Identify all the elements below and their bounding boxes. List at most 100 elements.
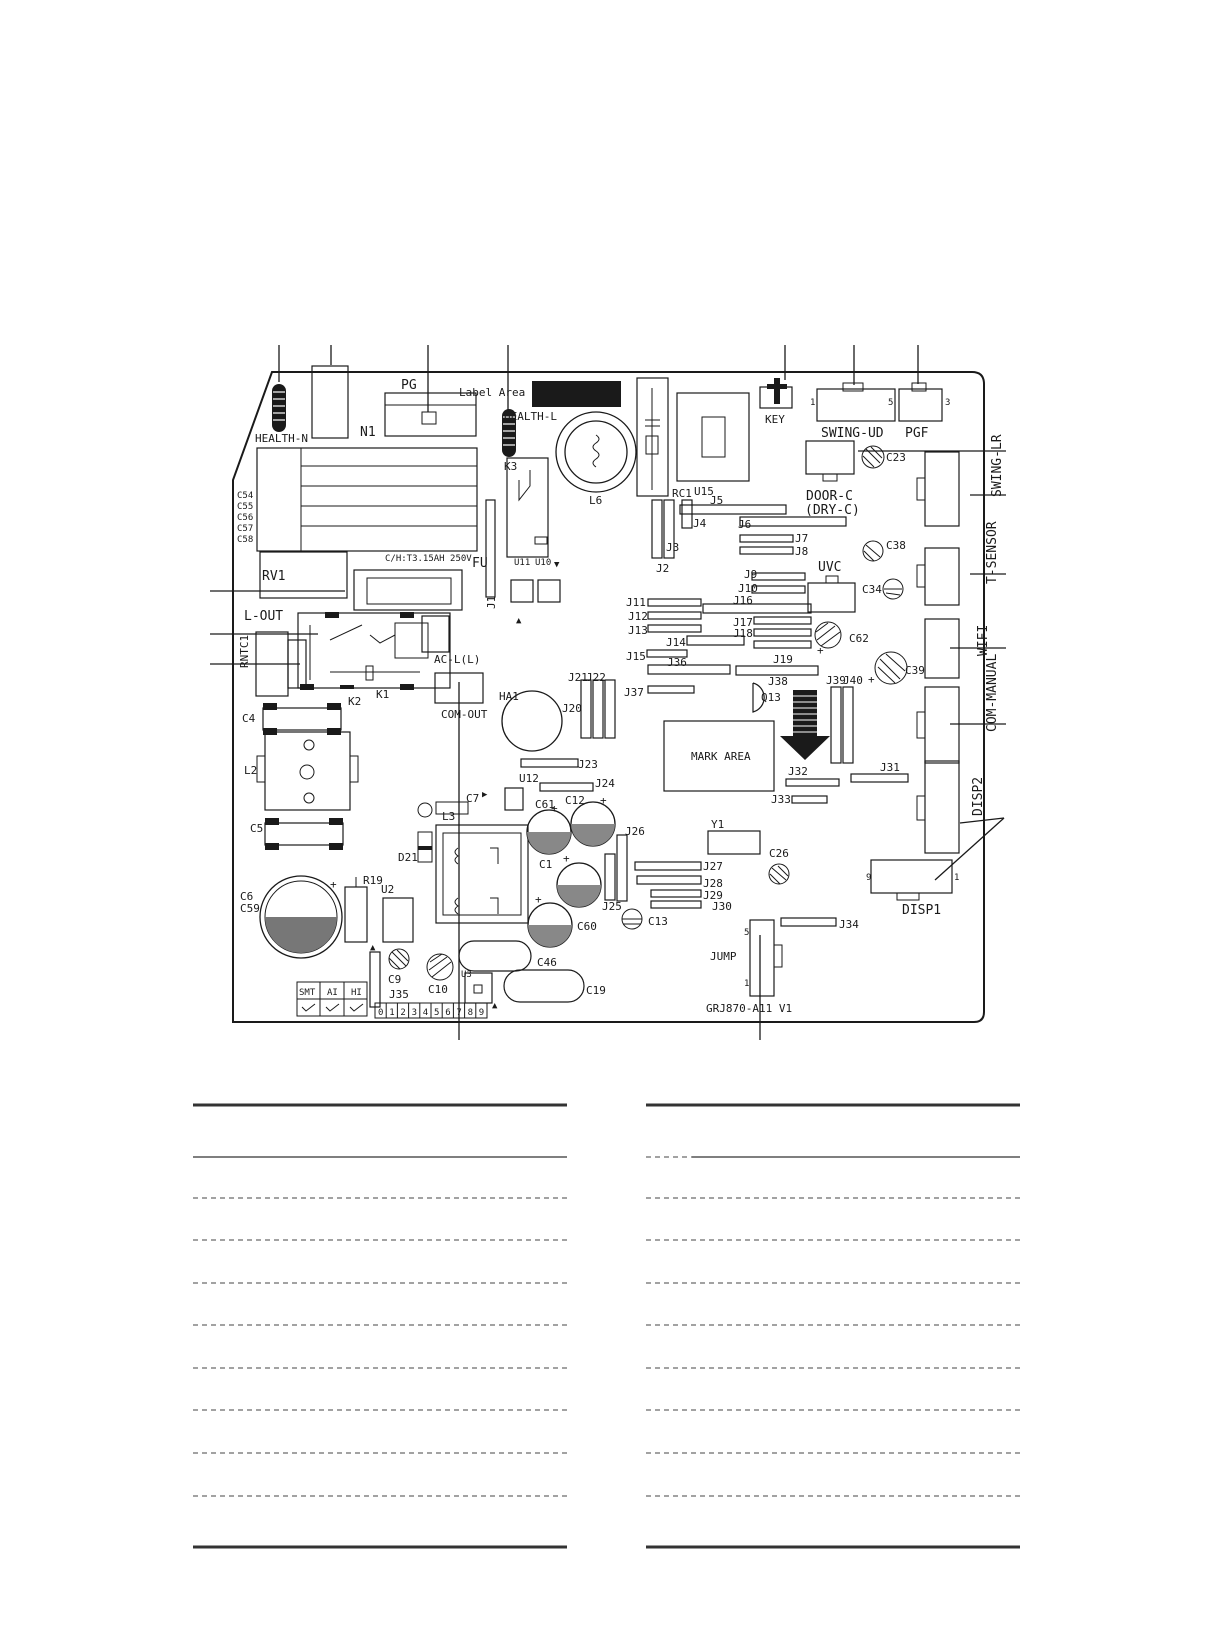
y1-label: Y1 — [711, 818, 724, 831]
k1-label: K1 — [376, 688, 389, 701]
j22-label: J22 — [586, 671, 606, 684]
rntc1-label: RNTC1 — [238, 635, 251, 668]
y1-crystal: Y1 — [707, 818, 761, 855]
c4-label: C4 — [242, 712, 256, 725]
j8-label: J8 — [795, 545, 808, 558]
n1-label: N1 — [360, 425, 376, 440]
health-n-label: HEALTH-N — [255, 432, 308, 445]
c39-label: C39 — [905, 664, 925, 677]
disp2-label: DISP2 — [971, 777, 986, 816]
digit-cell: 0 — [378, 1008, 383, 1018]
svg-text:5: 5 — [888, 398, 893, 408]
l2-inductor: L2 — [244, 731, 359, 811]
j21-label: J21 — [568, 671, 588, 684]
svg-text:+: + — [817, 644, 824, 657]
com-out-label: COM-OUT — [441, 708, 488, 721]
digit-cell: 1 — [389, 1008, 394, 1018]
svg-text:▶: ▶ — [482, 790, 488, 800]
t-sensor-label: T-SENSOR — [985, 521, 1000, 584]
c62-capacitor: + C62 — [814, 621, 869, 657]
c19-label: C19 — [586, 984, 606, 997]
pg-label: PG — [401, 378, 417, 393]
j33-label: J33 — [771, 793, 791, 806]
svg-text:+: + — [535, 893, 542, 906]
connector-bank-middle — [646, 572, 819, 694]
direction-arrow-icon — [780, 690, 830, 760]
l3-transformer: L3 — [435, 810, 529, 924]
health-l-connector: HEALTH-L K3 — [502, 409, 557, 473]
c54-label: C54 — [237, 491, 253, 501]
com-manual-connector: COM-MANUAL — [916, 654, 1000, 764]
svg-text:1: 1 — [810, 398, 815, 408]
fuse-holder — [353, 569, 463, 611]
c46-capacitor: C46 — [458, 940, 557, 972]
digit-cell: 3 — [412, 1008, 417, 1018]
j24-label: J24 — [595, 777, 615, 790]
j38-label: J38 — [768, 675, 788, 688]
c57-label: C57 — [237, 524, 253, 534]
c60-capacitor: + C60 — [527, 893, 597, 948]
c56-label: C56 — [237, 513, 253, 523]
pgf-connector: 3 PGF — [898, 382, 950, 441]
svg-text:▲: ▲ — [492, 1001, 498, 1011]
mark-area-label: MARK AREA — [691, 750, 751, 763]
j13-label: J13 — [628, 624, 648, 637]
t-sensor-connector: T-SENSOR — [916, 521, 1000, 606]
l6-inductor: L6 — [555, 411, 637, 507]
c12-label: C12 — [565, 794, 585, 807]
c23-label: C23 — [886, 451, 906, 464]
key-connector: KEY — [759, 378, 793, 426]
dry-c-label: (DRY-C) — [805, 503, 860, 518]
label-area-text: Label Area — [459, 386, 525, 399]
u11-pad — [510, 579, 534, 603]
j37-label: J37 — [624, 686, 644, 699]
j39-j40-connectors — [830, 686, 854, 764]
j11-label: J11 — [626, 596, 646, 609]
svg-text:5: 5 — [744, 928, 749, 938]
c10-label: C10 — [428, 983, 448, 996]
j2-label: J2 — [656, 562, 669, 575]
j34-connector — [780, 917, 837, 927]
u15-label: U15 — [694, 485, 714, 498]
c39-capacitor: + C39 — [868, 651, 925, 686]
j32-label: J32 — [788, 765, 808, 778]
j31-connector — [850, 773, 909, 783]
rv1-label: RV1 — [262, 569, 285, 584]
d21-label: D21 — [398, 851, 418, 864]
com-manual-label: COM-MANUAL — [985, 654, 1000, 732]
j31-label: J31 — [880, 761, 900, 774]
digit-cell: 8 — [468, 1008, 473, 1018]
svg-text:+: + — [330, 878, 337, 891]
ai-label: AI — [327, 988, 338, 998]
c55-label: C55 — [237, 502, 253, 512]
j4-label: J4 — [693, 517, 707, 530]
c62-label: C62 — [849, 632, 869, 645]
j27-label: J27 — [703, 860, 723, 873]
board-outline — [232, 371, 985, 1023]
c9-capacitor: C9 — [388, 948, 410, 986]
q13-label: Q13 — [761, 691, 781, 704]
ha1-label: HA1 — [499, 690, 519, 703]
k3-label: K3 — [504, 460, 517, 473]
svg-text:3: 3 — [945, 398, 950, 408]
legend-table-right — [646, 1103, 1020, 1549]
c5-label: C5 — [250, 822, 263, 835]
legend-table-left — [193, 1103, 567, 1549]
u11-label: U11 — [514, 558, 530, 568]
svg-text:1: 1 — [744, 979, 749, 989]
connector-bank-top — [651, 499, 847, 559]
j39-label: J39 — [826, 674, 846, 687]
j40-label: J40 — [843, 674, 863, 687]
capacitor-bank: C54 C55 C56 C57 C58 — [237, 447, 478, 552]
j26-label: J26 — [625, 825, 645, 838]
svg-text:▲: ▲ — [516, 616, 522, 626]
j17-label: J17 — [733, 616, 753, 629]
j20-j22-connectors — [580, 679, 616, 739]
u11-u10-block: U11 U10 ▼ — [506, 457, 560, 570]
u3-chip: U3 ▲ — [461, 970, 498, 1011]
j27-j30-connectors — [634, 861, 702, 909]
vertical-component-block — [636, 377, 669, 497]
c60-label: C60 — [577, 920, 597, 933]
rc1-label: RC1 — [672, 487, 692, 500]
